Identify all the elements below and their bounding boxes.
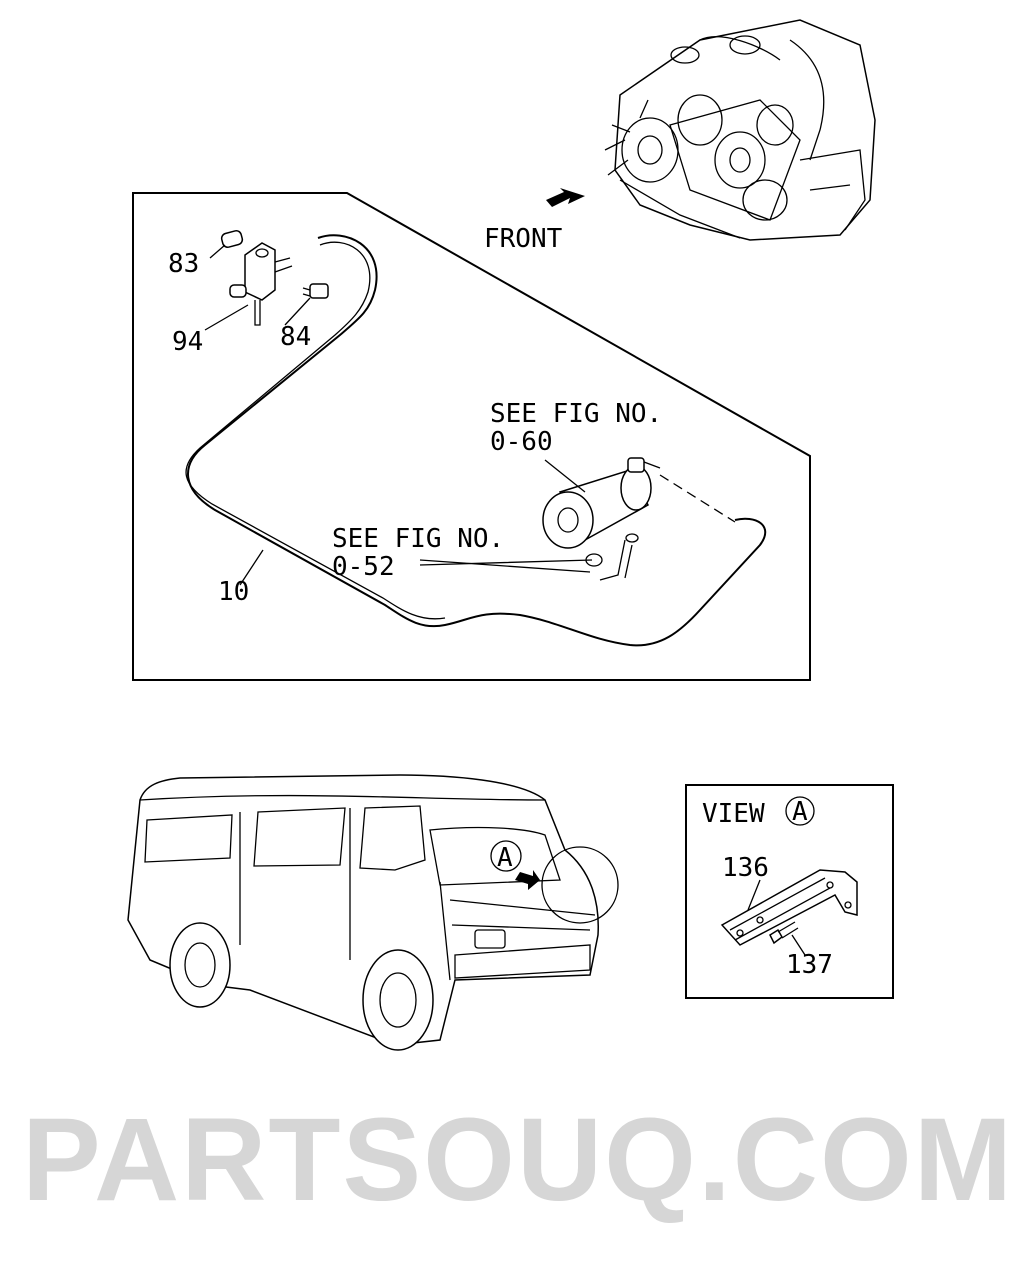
engine-illustration [604,19,876,241]
view-a-label: VIEW [702,799,765,829]
van-marker-a: A [497,843,513,873]
view-arrow-icon [515,870,540,890]
callout-137: 137 [786,950,833,980]
callout-84: 84 [280,322,311,352]
ref-fig-060-line2: 0-60 [490,427,553,457]
ref-fig-052-line1: SEE FIG NO. [332,524,504,554]
view-a-circle [785,796,815,826]
view-a-frame [685,784,894,999]
front-arrow-icon [546,188,585,207]
front-label: FRONT [484,224,563,254]
bracket-illustration [720,869,858,956]
callout-10: 10 [218,577,249,607]
callout-94: 94 [172,327,203,357]
detail-frame [132,192,811,681]
view-a-marker: A [792,797,808,827]
vacuum-hose [185,234,767,647]
callout-83: 83 [168,249,199,279]
callout-136: 136 [722,853,769,883]
ref-fig-052-line2: 0-52 [332,552,395,582]
vacuum-pump [419,457,736,581]
watermark: PARTSOUQ.COM [22,1094,1014,1226]
vsv-assembly [204,230,329,331]
ref-fig-060-line1: SEE FIG NO. [490,399,662,429]
van-illustration [127,774,619,1051]
